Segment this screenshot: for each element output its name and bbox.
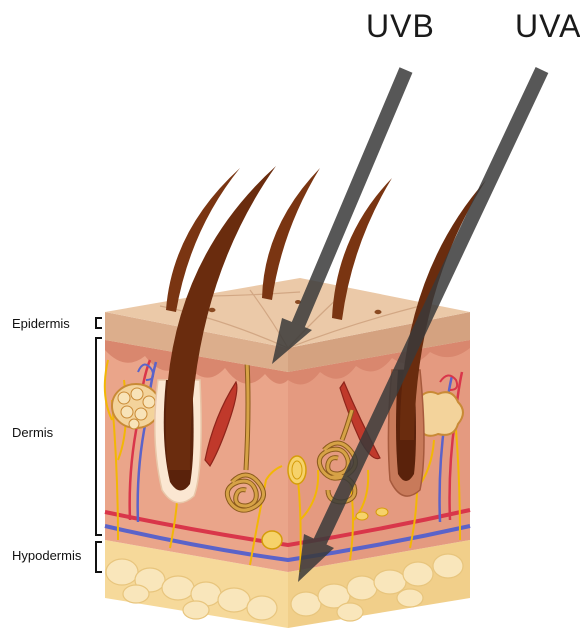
uva-label: UVA bbox=[515, 8, 580, 45]
uvb-label: UVB bbox=[366, 8, 435, 45]
epidermis-bracket bbox=[96, 318, 102, 328]
layer-brackets bbox=[96, 318, 102, 572]
hypodermis-label: Hypodermis bbox=[12, 548, 81, 563]
hypodermis-bracket bbox=[96, 542, 102, 572]
dermis-bracket bbox=[96, 338, 102, 535]
dermis-label: Dermis bbox=[12, 425, 53, 440]
epidermis-label: Epidermis bbox=[12, 316, 70, 331]
